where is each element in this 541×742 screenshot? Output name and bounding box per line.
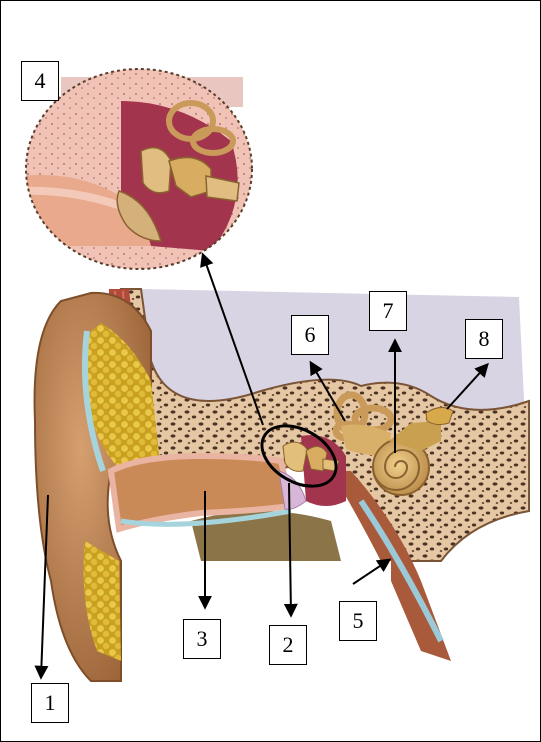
label-2: 2 (269, 625, 307, 665)
label-1: 1 (31, 683, 69, 723)
lower-tissue (191, 511, 341, 561)
label-5: 5 (339, 601, 377, 641)
label-7: 7 (369, 291, 407, 331)
label-8: 8 (465, 319, 503, 359)
label-4: 4 (21, 61, 59, 101)
label-3: 3 (183, 619, 221, 659)
label-6: 6 (291, 315, 329, 355)
